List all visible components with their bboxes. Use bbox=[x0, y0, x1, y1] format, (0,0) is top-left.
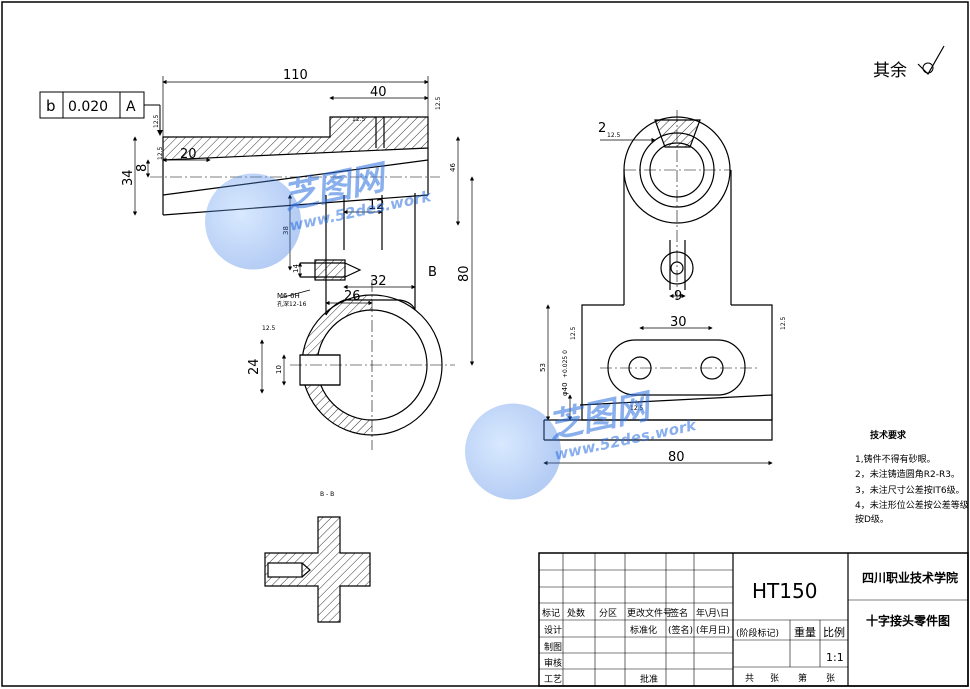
svg-text:标准化: 标准化 bbox=[630, 624, 657, 636]
svg-text:工艺: 工艺 bbox=[544, 674, 562, 685]
svg-text:14: 14 bbox=[292, 264, 300, 273]
svg-text:比例: 比例 bbox=[823, 625, 845, 639]
svg-text:53: 53 bbox=[539, 363, 547, 372]
svg-text:A: A bbox=[126, 99, 136, 115]
svg-text:共: 共 bbox=[745, 673, 754, 684]
svg-text:更改文件号: 更改文件号 bbox=[627, 607, 672, 619]
svg-text:80: 80 bbox=[668, 450, 685, 465]
section-view: B - B bbox=[264, 491, 371, 623]
svg-text:2，未注铸造圆角R2-R3。: 2，未注铸造圆角R2-R3。 bbox=[855, 468, 960, 480]
svg-text:12.5: 12.5 bbox=[352, 116, 366, 123]
svg-text:24: 24 bbox=[247, 358, 262, 375]
svg-text:B - B: B - B bbox=[320, 491, 334, 498]
svg-text:b: b bbox=[46, 97, 56, 115]
front-view bbox=[150, 116, 455, 450]
svg-text:(阶段标记): (阶段标记) bbox=[736, 627, 779, 639]
svg-text:签名: 签名 bbox=[670, 607, 688, 619]
side-view-dimensions bbox=[543, 137, 773, 466]
svg-text:0.020: 0.020 bbox=[68, 99, 108, 115]
svg-text:审核: 审核 bbox=[544, 657, 562, 669]
svg-text:技术要求: 技术要求 bbox=[870, 429, 907, 441]
svg-text:32: 32 bbox=[370, 274, 387, 289]
title-block bbox=[538, 552, 969, 687]
svg-text:12.5: 12.5 bbox=[607, 132, 621, 139]
svg-text:制图: 制图 bbox=[544, 641, 562, 653]
svg-text:12: 12 bbox=[368, 198, 385, 213]
svg-text:9: 9 bbox=[674, 289, 682, 304]
svg-text:φ40: φ40 bbox=[561, 382, 569, 396]
svg-text:十字接头零件图: 十字接头零件图 bbox=[866, 613, 950, 628]
svg-text:第: 第 bbox=[798, 672, 807, 684]
svg-text:标记: 标记 bbox=[542, 607, 560, 619]
svg-text:26: 26 bbox=[344, 289, 361, 304]
svg-text:处数: 处数 bbox=[567, 607, 585, 619]
svg-text:3，未注尺寸公差按IT6级。: 3，未注尺寸公差按IT6级。 bbox=[855, 484, 965, 496]
svg-text:+0.025 0: +0.025 0 bbox=[562, 350, 569, 378]
svg-text:12.5: 12.5 bbox=[570, 326, 577, 340]
svg-text:张: 张 bbox=[770, 673, 779, 684]
watermark-globe-2 bbox=[465, 403, 562, 500]
svg-text:M6-6H: M6-6H bbox=[277, 292, 300, 300]
svg-text:110: 110 bbox=[283, 68, 308, 83]
tolerance-frame: b 0.020 A bbox=[39, 91, 163, 136]
svg-text:张: 张 bbox=[826, 673, 835, 684]
side-view-dimension-text: 2 9 30 53 φ40 +0.025 0 80 12.5 12.5 12.5… bbox=[539, 121, 787, 465]
svg-text:2: 2 bbox=[598, 121, 606, 136]
svg-text:34: 34 bbox=[121, 169, 136, 186]
svg-text:12.5: 12.5 bbox=[780, 316, 787, 330]
svg-text:B: B bbox=[428, 265, 437, 280]
side-view bbox=[543, 110, 773, 441]
svg-text:46: 46 bbox=[449, 163, 457, 172]
svg-text:设计: 设计 bbox=[544, 624, 562, 636]
svg-text:(签名): (签名) bbox=[668, 624, 693, 636]
svg-text:20: 20 bbox=[180, 147, 197, 162]
svg-text:30: 30 bbox=[670, 315, 687, 330]
general-roughness-note: 其余 bbox=[873, 45, 945, 81]
svg-text:批准: 批准 bbox=[640, 673, 658, 685]
svg-text:12.5: 12.5 bbox=[262, 325, 276, 332]
svg-text:分区: 分区 bbox=[599, 608, 617, 619]
svg-text:1:1: 1:1 bbox=[826, 651, 844, 664]
svg-text:12.5: 12.5 bbox=[435, 96, 442, 110]
svg-text:10: 10 bbox=[275, 365, 283, 374]
svg-text:按D级。: 按D级。 bbox=[855, 513, 889, 525]
front-view-dimension-text: 110 40 20 34 8 46 12 38 14 32 26 80 24 1… bbox=[121, 68, 472, 375]
svg-text:孔深12-16: 孔深12-16 bbox=[277, 300, 307, 308]
svg-text:40: 40 bbox=[370, 85, 387, 100]
svg-text:8: 8 bbox=[135, 164, 150, 172]
svg-text:12.5: 12.5 bbox=[153, 114, 160, 128]
technical-requirements: 技术要求 1,铸件不得有砂眼。 2，未注铸造圆角R2-R3。 3，未注尺寸公差按… bbox=[855, 429, 969, 525]
svg-text:四川职业技术学院: 四川职业技术学院 bbox=[862, 570, 958, 585]
svg-text:(年月日): (年月日) bbox=[696, 624, 730, 636]
watermark-2: 芝图网 www.52des.work bbox=[465, 386, 699, 500]
svg-text:年\月\日: 年\月\日 bbox=[696, 607, 729, 619]
svg-text:其余: 其余 bbox=[873, 61, 907, 81]
watermark-1: 芝图网 www.52des.work bbox=[205, 157, 434, 270]
svg-text:HT150: HT150 bbox=[752, 579, 817, 603]
svg-text:重量: 重量 bbox=[794, 625, 816, 639]
svg-text:80: 80 bbox=[457, 265, 472, 282]
watermark-globe-1 bbox=[205, 173, 302, 270]
svg-text:1,铸件不得有砂眼。: 1,铸件不得有砂眼。 bbox=[855, 453, 936, 465]
svg-text:12.5: 12.5 bbox=[157, 146, 164, 160]
svg-text:12.5: 12.5 bbox=[630, 405, 644, 412]
svg-text:4，未注形位公差按公差等级: 4，未注形位公差按公差等级 bbox=[855, 499, 969, 511]
title-block-text: HT150 四川职业技术学院 十字接头零件图 标记 处数 分区 更改文件号 签名… bbox=[542, 570, 958, 685]
front-view-dimensions bbox=[132, 76, 475, 394]
